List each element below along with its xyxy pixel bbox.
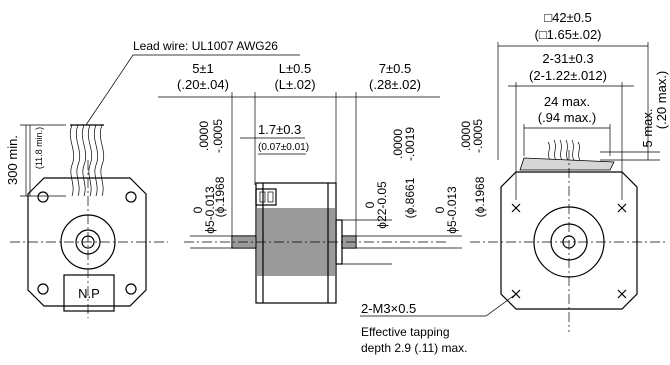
side-view: 5±1 (.20±.04) L±0.5 (L±.02) 7±0.5 (.28±.… [158, 61, 487, 304]
dim-007pm001: (0.07±0.01) [258, 142, 309, 153]
shaft-mm-right: ϕ5-0.013 [445, 186, 459, 234]
min-118-label: (11.8 min.) [34, 127, 44, 169]
dim-sq165: (□1.65±.02) [534, 27, 601, 42]
dim-sq42: □42±0.5 [544, 10, 592, 25]
dim-Lpm02: (L±.02) [274, 77, 315, 92]
shaft-tol-bot-right: -.0005 [471, 119, 485, 153]
dim-231: 2-31±0.3 [542, 51, 593, 66]
shaft-zero-left: 0 [191, 206, 205, 213]
boss-tol-bot: -.0019 [403, 127, 417, 161]
dim-Lpm05: L±0.5 [279, 61, 311, 76]
shaft-zero-right: 0 [433, 206, 447, 213]
rear-view: Lead wire: UL1007 AWG26 300 min. (11.8 m… [5, 39, 300, 318]
shaft-tol-top-left: .0000 [197, 121, 211, 151]
dim-5pm1: 5±1 [192, 61, 214, 76]
boss-in: (ϕ.8661 [403, 177, 417, 218]
shaft-tol-top-right: .0000 [459, 121, 473, 151]
m3-label: 2-M3×0.5 [361, 301, 416, 316]
dim-5max: 5 max. [640, 108, 655, 147]
m3-holes [511, 203, 627, 299]
shaft-tol-bot-left: -.0005 [211, 119, 225, 153]
boss-tol-top: .0000 [391, 129, 405, 159]
front-view: □42±0.5 (□1.65±.02) 2-31±0.3 (2-1.22±.01… [470, 10, 669, 332]
boss-zero: 0 [363, 201, 377, 208]
lead-wires [69, 124, 105, 197]
m3-callout: 2-M3×0.5 Effective tapping depth 2.9 (.1… [360, 293, 517, 355]
tapping-line-1: Effective tapping [361, 325, 450, 339]
shaft-in-left: (ϕ.1968 [213, 176, 227, 217]
dim-28pm02: (.28±.02) [369, 77, 421, 92]
dim-7pm05: 7±0.5 [379, 61, 411, 76]
name-plate: N.P [78, 286, 100, 301]
dim-20pm04: (.20±.04) [177, 77, 229, 92]
boss-mm: ϕ22-0.05 [375, 181, 389, 229]
dim-17pm03: 1.7±0.3 [258, 122, 301, 137]
min-300-label: 300 min. [5, 135, 20, 185]
lead-wire-label: Lead wire: UL1007 AWG26 [133, 39, 278, 53]
dim-122: (2-1.22±.012) [529, 68, 607, 83]
shaft-mm-left: ϕ5-0.013 [203, 186, 217, 234]
dim-24max: 24 max. [544, 94, 590, 109]
front-lead-wires [547, 139, 581, 161]
shaft-in-right: (ϕ.1968 [473, 176, 487, 217]
dim-94max: (.94 max.) [538, 110, 597, 125]
dim-20max: (.20 max.) [654, 71, 669, 130]
tapping-line-2: depth 2.9 (.11) max. [361, 341, 468, 355]
